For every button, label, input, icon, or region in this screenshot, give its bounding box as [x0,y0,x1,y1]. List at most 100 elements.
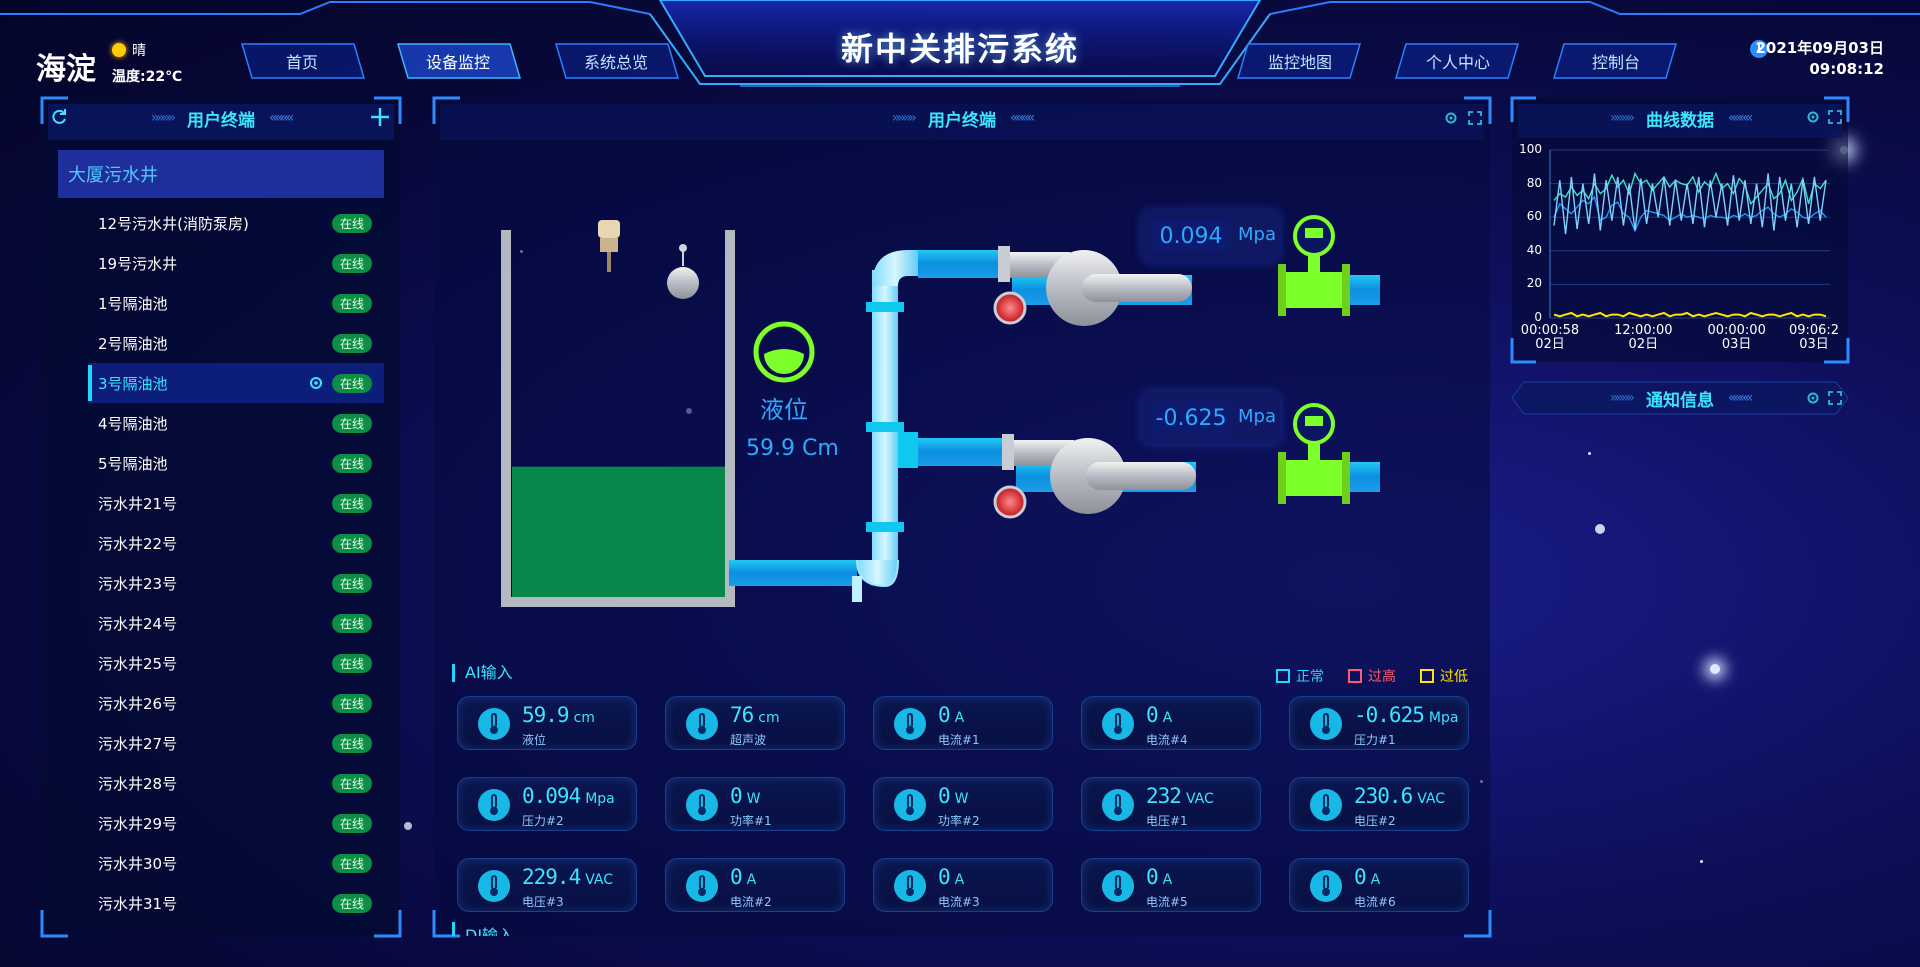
terminal-item-name: 4号隔油池 [98,414,168,433]
float-switch-icon [667,244,699,299]
terminal-list-item[interactable]: 污水井21号在线 [88,483,384,523]
chevron-right-icon: »»»» [891,110,917,126]
thermometer-icon [1102,789,1134,821]
legend-high: 过高 [1348,666,1396,686]
chart-y-tick-label: 80 [1526,175,1542,190]
settings-icon[interactable] [1806,110,1820,124]
nav-tab-personal-center[interactable]: 个人中心 [1392,42,1524,80]
nav-tab-label: 设备监控 [425,53,490,72]
terminal-list-item[interactable]: 污水井29号在线 [88,803,384,843]
nav-tab-label: 监控地图 [1267,53,1332,72]
terminal-list-item[interactable]: 污水井26号在线 [88,683,384,723]
status-badge: 在线 [332,334,372,353]
ai-input-unit: W [954,791,969,807]
chevron-right-icon: »»»» [1609,110,1635,126]
chart-series-line [1553,171,1827,206]
thermometer-icon [894,789,926,821]
terminal-item-name: 5号隔油池 [98,454,168,473]
settings-icon[interactable] [1806,391,1820,405]
header: 海淀 晴 温度:22℃ 首页 设备监控 系统总览 新中关排污系统 监控地图 个人… [0,0,1920,92]
thermometer-icon [686,789,718,821]
fullscreen-icon[interactable] [1468,111,1482,125]
terminal-list-item[interactable]: 污水井30号在线 [88,843,384,883]
process-diagram [501,215,1380,607]
status-badge: 在线 [332,734,372,753]
add-icon[interactable] [370,107,390,127]
ai-input-label: 超声波 [730,733,767,747]
terminal-list-item[interactable]: 5号隔油池在线 [88,443,384,483]
terminal-list-item[interactable]: 污水井24号在线 [88,603,384,643]
terminal-settings-icon[interactable] [308,375,324,391]
ai-input-label: 电流#2 [730,895,772,909]
terminal-list-item[interactable]: 4号隔油池在线 [88,403,384,443]
city-name: 海淀 [36,52,96,87]
terminal-panel: »»»» 用户终端 «««« [40,96,402,938]
terminal-item-name: 19号污水井 [98,254,178,273]
pump-1-stop-button[interactable] [993,291,1027,325]
terminal-list-item[interactable]: 污水井31号在线 [88,883,384,923]
refresh-icon[interactable] [50,108,68,126]
settings-icon[interactable] [1444,111,1458,125]
chart-y-tick-label: 0 [1534,310,1542,324]
chart-series-line [1553,173,1827,235]
terminal-list-item[interactable]: 污水井25号在线 [88,643,384,683]
terminal-list-item[interactable]: 19号污水井在线 [88,243,384,283]
terminal-list-item[interactable]: 2号隔油池在线 [88,323,384,363]
ai-input-label: 液位 [522,733,547,747]
nav-tab-device-monitor[interactable]: 设备监控 [392,42,524,80]
ai-input-title: AI输入 [452,664,513,682]
ai-input-label: 功率#1 [730,814,772,828]
nav-tab-console[interactable]: 控制台 [1550,42,1682,80]
nav-tab-monitor-map[interactable]: 监控地图 [1234,42,1366,80]
terminal-panel-header: »»»» 用户终端 «««« [40,96,402,140]
chart-x-tick-time: 00:00:58 [1520,323,1580,338]
status-badge: 在线 [332,374,372,393]
nav-tab-label: 个人中心 [1425,53,1490,72]
pump-2-stop-button[interactable] [993,485,1027,519]
fullscreen-icon[interactable] [1828,391,1842,405]
chart-panel-title: 曲线数据 [1646,110,1714,131]
terminal-group-title[interactable]: 大厦污水井 [58,150,384,198]
thermometer-icon [478,870,510,902]
ai-input-unit: A [1162,872,1173,888]
ai-input-unit: cm [758,710,780,726]
terminal-list-item[interactable]: 1号隔油池在线 [88,283,384,323]
terminal-list-item[interactable]: 3号隔油池在线 [88,363,384,403]
terminal-list-item[interactable]: 污水井22号在线 [88,523,384,563]
nav-tab-home[interactable]: 首页 [236,42,368,80]
notice-panel: »»»» 通知信息 «««« [1510,378,1850,418]
legend-low: 过低 [1420,666,1468,686]
ai-input-unit: A [954,710,965,726]
fullscreen-icon[interactable] [1828,110,1842,124]
terminal-list-item[interactable]: 12号污水井(消防泵房)在线 [88,203,384,243]
terminal-list-item[interactable]: 污水井23号在线 [88,563,384,603]
terminal-item-name: 污水井22号 [98,534,178,553]
terminal-list-item[interactable]: 污水井27号在线 [88,723,384,763]
terminal-list-item[interactable]: 污水井28号在线 [88,763,384,803]
terminal-item-name: 污水井31号 [98,894,178,913]
chart-x-tick-date: 03日 [1721,337,1752,352]
chart-y-tick-label: 60 [1526,209,1542,224]
nav-tab-overview[interactable]: 系统总览 [550,42,682,80]
